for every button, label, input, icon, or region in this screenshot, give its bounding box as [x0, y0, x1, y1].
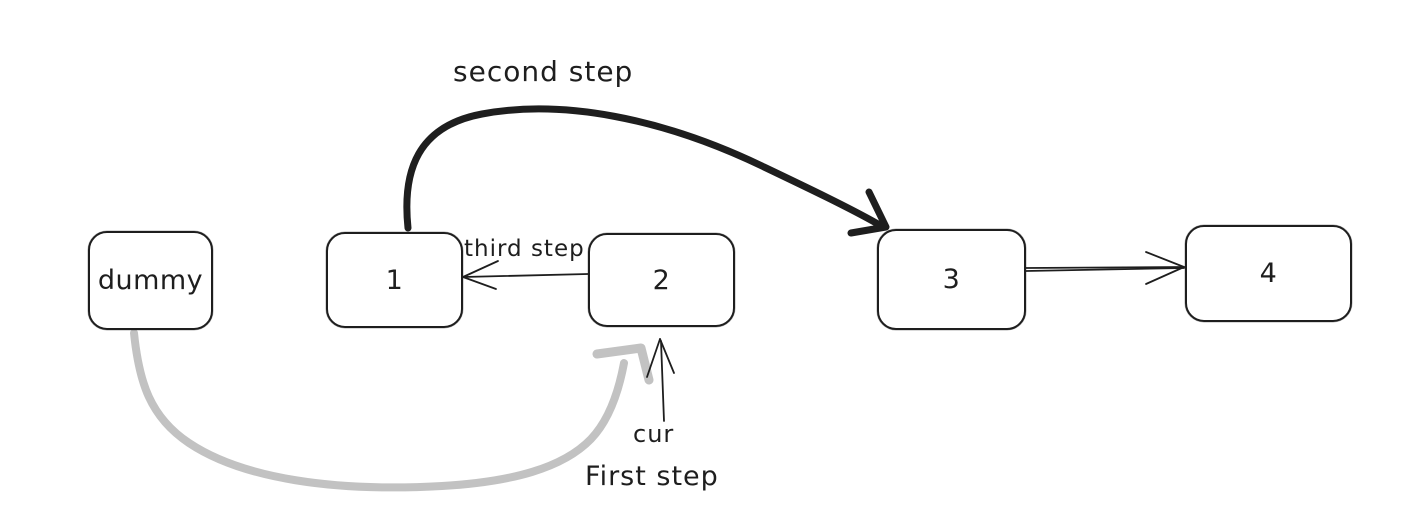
second-step-arrow — [403, 105, 890, 237]
third-step-arrow — [462, 260, 589, 290]
cur-pointer-arrow — [646, 338, 675, 422]
label-second-step: second step — [453, 55, 634, 88]
node-3: 3 — [877, 229, 1026, 330]
node-4: 4 — [1185, 225, 1352, 322]
node-dummy-label: dummy — [97, 265, 204, 296]
label-third-step: third step — [464, 236, 585, 262]
next-pointer-arrow — [1025, 251, 1185, 285]
node-4-label: 4 — [1259, 258, 1278, 289]
node-2: 2 — [588, 233, 735, 327]
node-2-label: 2 — [652, 264, 671, 296]
node-3-label: 3 — [942, 264, 961, 295]
node-dummy: dummy — [88, 231, 213, 330]
node-1: 1 — [326, 232, 463, 328]
first-step-arrow — [130, 329, 654, 492]
node-1-label: 1 — [385, 264, 404, 296]
label-cur: cur — [633, 420, 675, 448]
label-first-step: First step — [585, 461, 719, 492]
